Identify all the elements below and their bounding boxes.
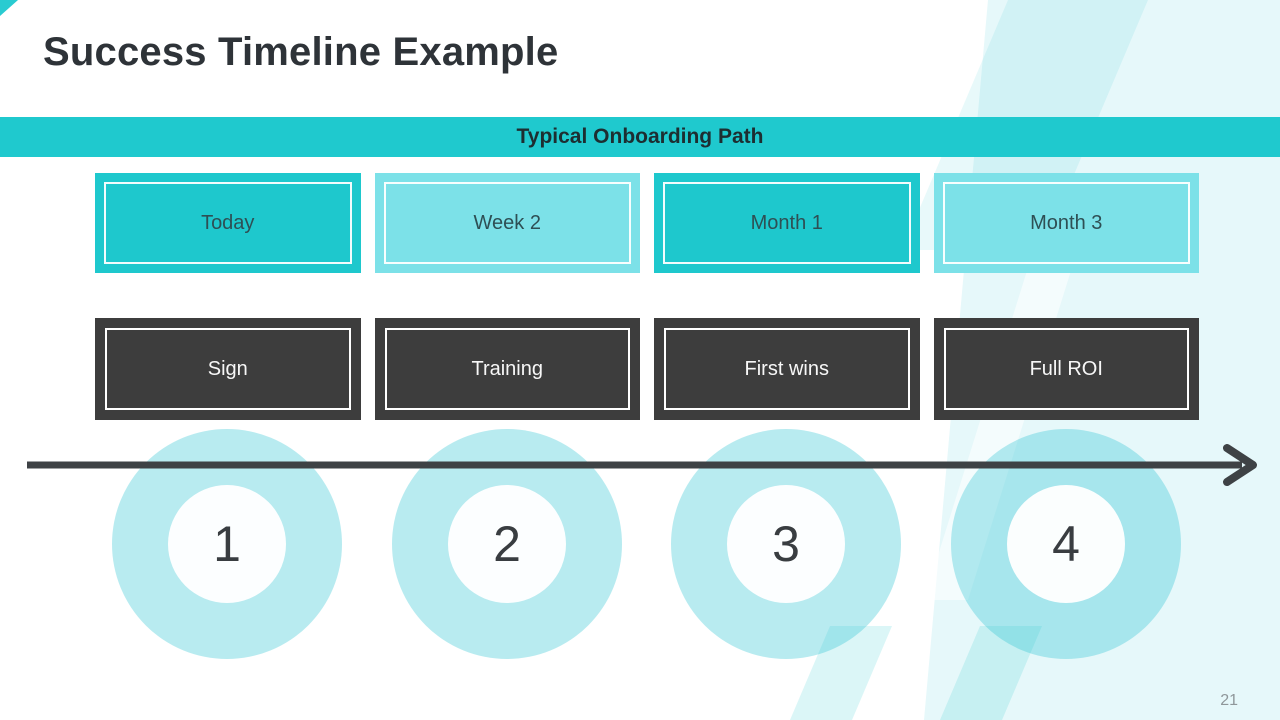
milestone-label: Training (471, 357, 543, 380)
step-number: 1 (213, 516, 241, 572)
milestone-box-first-wins: First wins (654, 318, 920, 420)
period-label: Month 3 (1030, 211, 1103, 234)
milestone-box-training: Training (374, 318, 640, 420)
milestone-box-full-roi: Full ROI (933, 318, 1199, 420)
period-box-month-3: Month 3 (933, 173, 1199, 273)
period-label: Week 2 (473, 211, 541, 234)
step-number: 4 (1052, 516, 1080, 572)
milestone-label: Full ROI (1029, 357, 1103, 380)
period-box-today: Today (95, 173, 361, 273)
timeline-arrow (27, 444, 1257, 486)
banner: Typical Onboarding Path (0, 117, 1280, 157)
step-number: 2 (493, 516, 521, 572)
period-box-week-2: Week 2 (374, 173, 640, 273)
milestone-label: Sign (207, 357, 248, 380)
step-number: 3 (772, 516, 800, 572)
milestone-row: Sign Training First wins Full ROI (95, 318, 1199, 420)
milestone-label: First wins (744, 357, 829, 380)
page-number: 21 (1220, 692, 1238, 709)
period-label: Month 1 (750, 211, 823, 234)
milestone-box-sign: Sign (95, 318, 361, 420)
period-box-month-1: Month 1 (654, 173, 920, 273)
period-row: Today Week 2 Month 1 Month 3 (95, 173, 1199, 273)
slide-title: Success Timeline Example (43, 30, 559, 74)
banner-label: Typical Onboarding Path (516, 125, 764, 148)
period-label: Today (201, 211, 255, 234)
